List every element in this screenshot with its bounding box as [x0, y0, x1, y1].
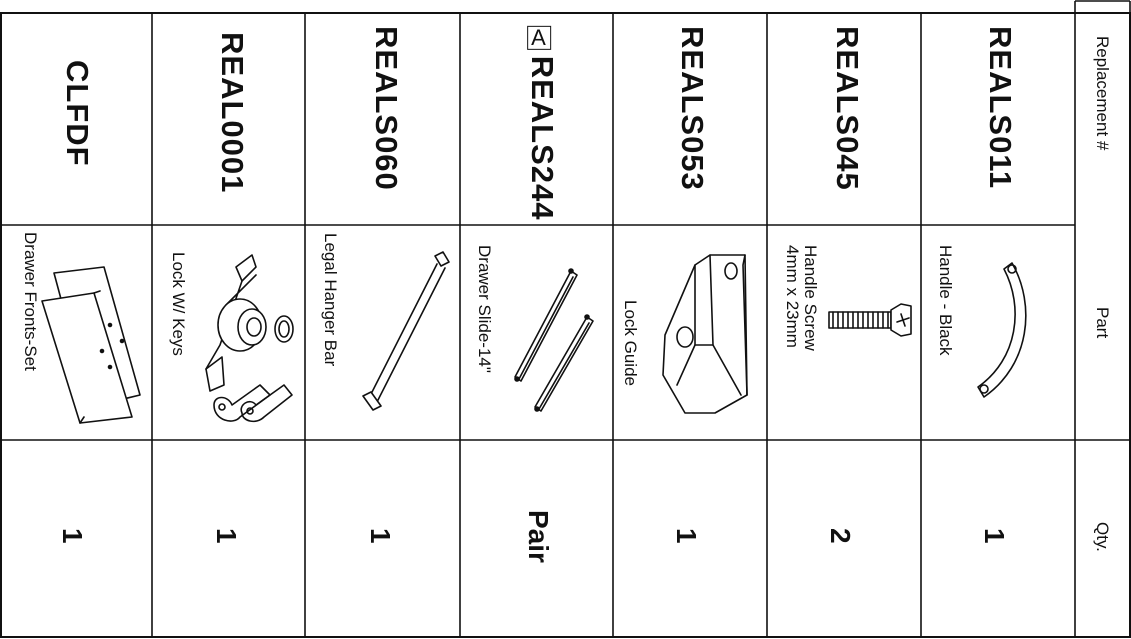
header-part: Part: [1093, 307, 1112, 339]
lock-keys-icon: [205, 254, 294, 423]
row-qty: 1: [211, 528, 242, 544]
row-code-reals011: REALS011: [983, 26, 1018, 190]
row-part-drawer-slide: Drawer Slide-14": [475, 245, 494, 373]
row-part-screw-size: 4mm x 23mm: [783, 245, 802, 348]
row-code-real0001: REAL0001: [215, 32, 250, 194]
row-qty: 1: [57, 528, 88, 544]
row-code-clfdf: CLFDF: [60, 60, 95, 167]
lock-guide-icon: [662, 254, 748, 414]
marker-a: A: [527, 25, 551, 50]
row-qty: Pair: [523, 510, 554, 563]
header-replacement: Replacement #: [1093, 36, 1112, 151]
drawer-fronts-icon: [41, 266, 141, 424]
row-part-handle: Handle - Black: [936, 245, 955, 356]
row-code-reals244: A REALS244: [524, 25, 560, 221]
row-qty: 1: [365, 528, 396, 544]
row-qty: 1: [979, 528, 1010, 544]
screw-icon: [828, 303, 912, 337]
hanger-bar-icon: [362, 251, 450, 411]
row-code-text: REALS244: [525, 55, 560, 221]
row-part-lock-keys: Lock W/ Keys: [169, 252, 188, 356]
row-part-handle-screw: Handle Screw: [801, 245, 820, 351]
row-qty: 1: [671, 528, 702, 544]
drawer-slide-icon: [514, 268, 594, 412]
row-part-legal-hanger-bar: Legal Hanger Bar: [321, 233, 340, 367]
row-code-reals053: REALS053: [675, 26, 710, 191]
row-code-reals060: REALS060: [369, 26, 404, 191]
row-qty: 2: [825, 528, 856, 544]
header-qty: Qty.: [1093, 522, 1112, 552]
handle-icon: [977, 262, 1027, 398]
row-part-lock-guide: Lock Guide: [621, 300, 640, 386]
row-code-reals045: REALS045: [830, 26, 865, 191]
row-part-drawer-fronts: Drawer Fronts-Set: [21, 232, 40, 371]
